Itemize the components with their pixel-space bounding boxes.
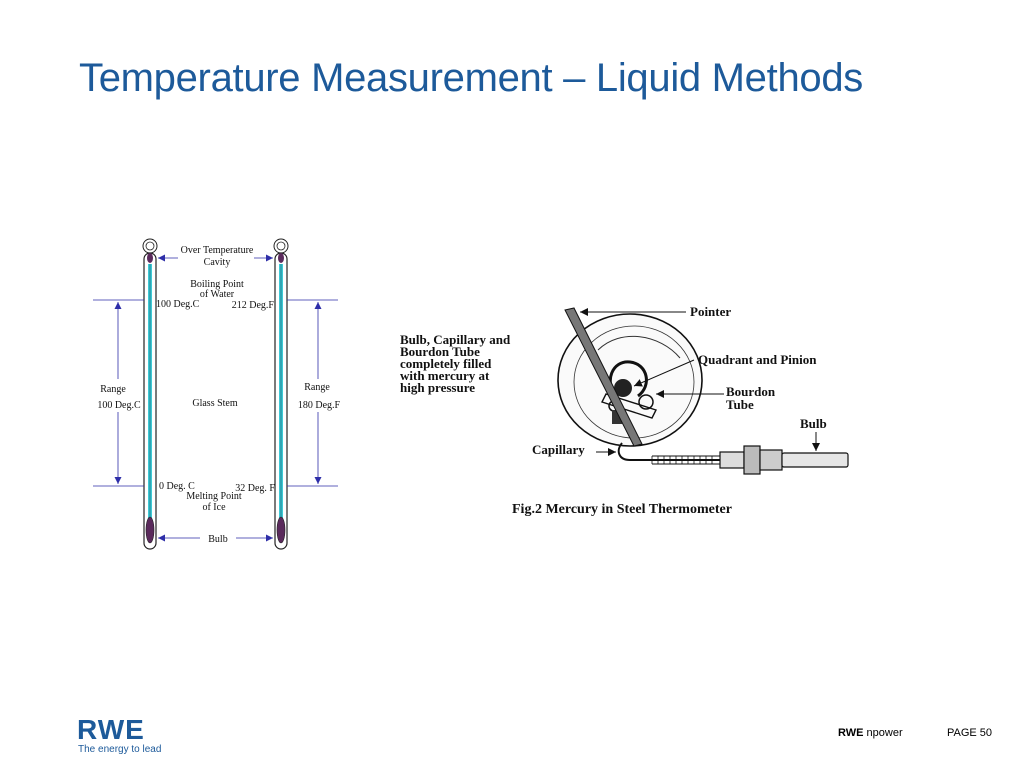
logo-wordmark: RWE <box>77 714 145 745</box>
bulb-label: Bulb <box>208 534 227 545</box>
bourdon-label: Bourdon <box>726 384 776 399</box>
description-line-4: with mercury at <box>400 368 490 383</box>
description-line-5: high pressure <box>400 380 475 395</box>
celsius-bottom-label: 0 Deg. C <box>159 481 195 492</box>
footer-brand-rest: npower <box>863 727 903 739</box>
footer-brand-bold: RWE <box>838 727 864 739</box>
rwe-logo: RWE The energy to lead <box>77 716 197 756</box>
mercury-steel-thermometer-diagram: Bulb, Capillary and Bourdon Tube complet… <box>400 304 849 517</box>
celsius-thermometer <box>142 238 158 550</box>
thermometer-diagram: Over Temperature Cavity Boiling Point of… <box>93 238 341 550</box>
celsius-top-label: 100 Deg.C <box>156 299 200 310</box>
range-left-label: Range <box>100 384 126 395</box>
boiling-point-label: Boiling Point <box>190 279 244 290</box>
logo-tagline: The energy to lead <box>78 744 162 755</box>
bulb-label-steel: Bulb <box>800 416 827 431</box>
page-number: PAGE 50 <box>947 727 993 739</box>
range-right-label: Range <box>304 382 330 393</box>
capillary-label: Capillary <box>532 442 585 457</box>
range-left-value: 100 Deg.C <box>97 400 141 411</box>
range-right-value: 180 Deg.F <box>298 400 341 411</box>
fahrenheit-thermometer <box>273 238 289 550</box>
over-temperature-label: Over Temperature <box>181 245 254 256</box>
description-line-2: Bourdon Tube <box>400 344 480 359</box>
cavity-label: Cavity <box>204 257 231 268</box>
of-water-label: of Water <box>200 289 235 300</box>
fahrenheit-top-label: 212 Deg.F <box>232 300 275 311</box>
melting-point-label: Melting Point <box>186 491 242 502</box>
glass-stem-label: Glass Stem <box>192 398 238 409</box>
of-ice-label: of Ice <box>202 502 226 513</box>
tube-label: Tube <box>726 397 754 412</box>
slide-title: Temperature Measurement – Liquid Methods <box>79 56 863 100</box>
capillary-and-bulb <box>617 442 849 475</box>
quadrant-pinion-label: Quadrant and Pinion <box>698 352 817 367</box>
figure-caption: Fig.2 Mercury in Steel Thermometer <box>512 502 732 517</box>
fahrenheit-bottom-label: 32 Deg. F <box>235 483 275 494</box>
description-line-3: completely filled <box>400 356 492 371</box>
description-line-1: Bulb, Capillary and <box>400 332 511 347</box>
pointer-needle <box>564 307 643 447</box>
pointer-label: Pointer <box>690 304 731 319</box>
footer-brand: RWE npower <box>838 727 903 739</box>
